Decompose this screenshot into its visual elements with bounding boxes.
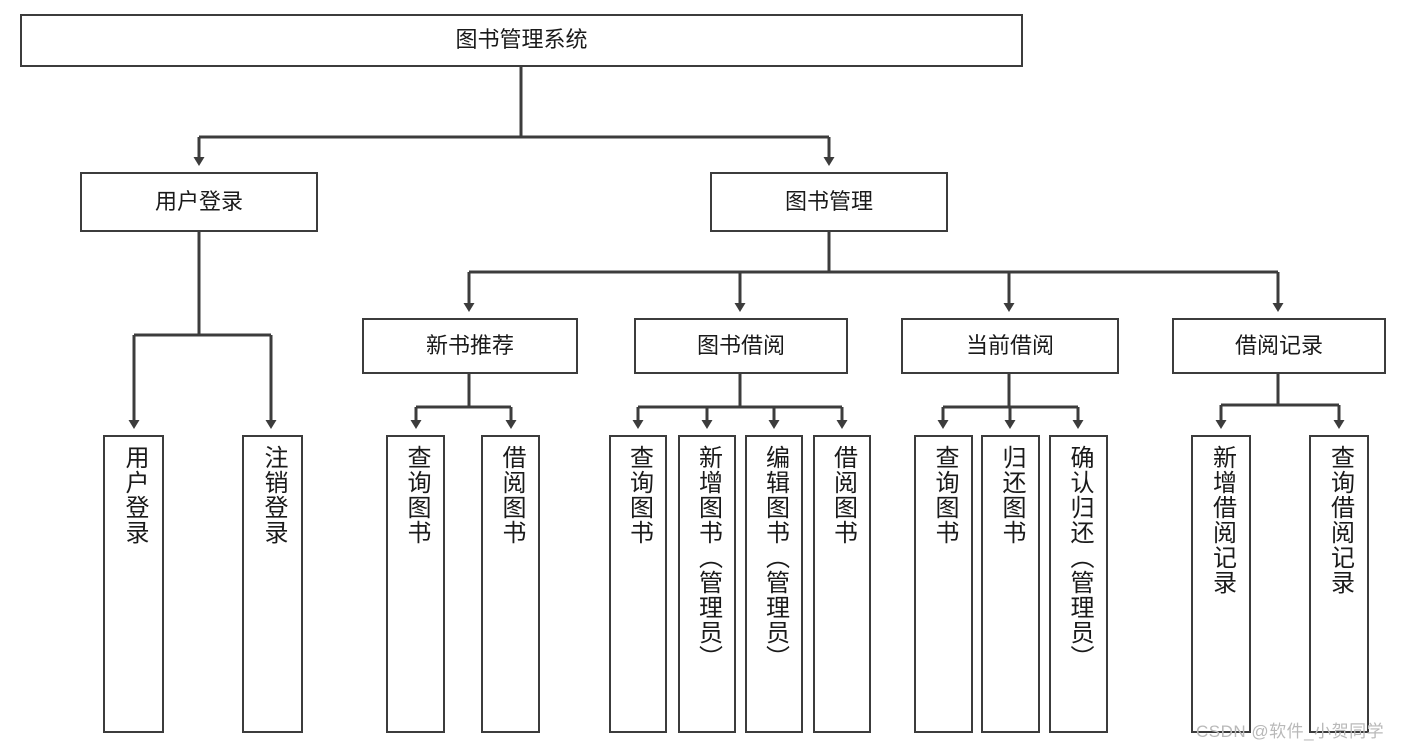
- node-book-management[interactable]: 图书管理: [710, 172, 948, 232]
- leaf-label: 借阅图书: [829, 445, 857, 545]
- leaf-query-books-recommend[interactable]: 查询图书: [386, 435, 445, 733]
- leaf-label: 归还图书: [997, 445, 1025, 545]
- leaf-label: 确认归还（管理员）: [1065, 445, 1093, 670]
- leaf-query-books-borrow[interactable]: 查询图书: [609, 435, 667, 733]
- node-new-book-recommend-label: 新书推荐: [425, 332, 514, 358]
- leaf-add-book-admin[interactable]: 新增图书（管理员）: [678, 435, 736, 733]
- leaf-label: 查询图书: [930, 445, 958, 545]
- node-user-login[interactable]: 用户登录: [80, 172, 318, 232]
- leaf-label: 用户登录: [120, 445, 148, 545]
- node-borrow-records-label: 借阅记录: [1234, 332, 1323, 358]
- node-user-login-label: 用户登录: [154, 188, 243, 214]
- leaf-label: 借阅图书: [497, 445, 525, 545]
- leaf-label: 编辑图书（管理员）: [761, 445, 789, 670]
- node-borrow-records[interactable]: 借阅记录: [1172, 318, 1386, 374]
- node-book-borrow[interactable]: 图书借阅: [634, 318, 848, 374]
- node-root[interactable]: 图书管理系统: [20, 14, 1023, 67]
- leaf-confirm-return-admin[interactable]: 确认归还（管理员）: [1049, 435, 1108, 733]
- leaf-label: 新增借阅记录: [1208, 445, 1236, 595]
- leaf-query-borrow-record[interactable]: 查询借阅记录: [1309, 435, 1369, 733]
- leaf-borrow-books-recommend[interactable]: 借阅图书: [481, 435, 540, 733]
- leaf-label: 查询图书: [625, 445, 653, 545]
- leaf-edit-book-admin[interactable]: 编辑图书（管理员）: [745, 435, 803, 733]
- node-new-book-recommend[interactable]: 新书推荐: [362, 318, 578, 374]
- node-book-management-label: 图书管理: [784, 188, 873, 214]
- leaf-label: 注销登录: [259, 445, 287, 545]
- node-current-borrow[interactable]: 当前借阅: [901, 318, 1119, 374]
- node-root-label: 图书管理系统: [455, 27, 588, 53]
- leaf-return-books[interactable]: 归还图书: [981, 435, 1040, 733]
- leaf-label: 查询图书: [402, 445, 430, 545]
- leaf-label: 新增图书（管理员）: [694, 445, 722, 670]
- leaf-query-books-current[interactable]: 查询图书: [914, 435, 973, 733]
- csdn-watermark: CSDN @软件_小贺同学: [1196, 722, 1385, 741]
- leaf-label: 查询借阅记录: [1326, 445, 1354, 595]
- node-book-borrow-label: 图书借阅: [696, 332, 785, 358]
- leaf-borrow-books[interactable]: 借阅图书: [813, 435, 871, 733]
- leaf-add-borrow-record[interactable]: 新增借阅记录: [1191, 435, 1251, 733]
- leaf-user-login[interactable]: 用户登录: [103, 435, 164, 733]
- leaf-logout[interactable]: 注销登录: [242, 435, 303, 733]
- node-current-borrow-label: 当前借阅: [965, 332, 1054, 358]
